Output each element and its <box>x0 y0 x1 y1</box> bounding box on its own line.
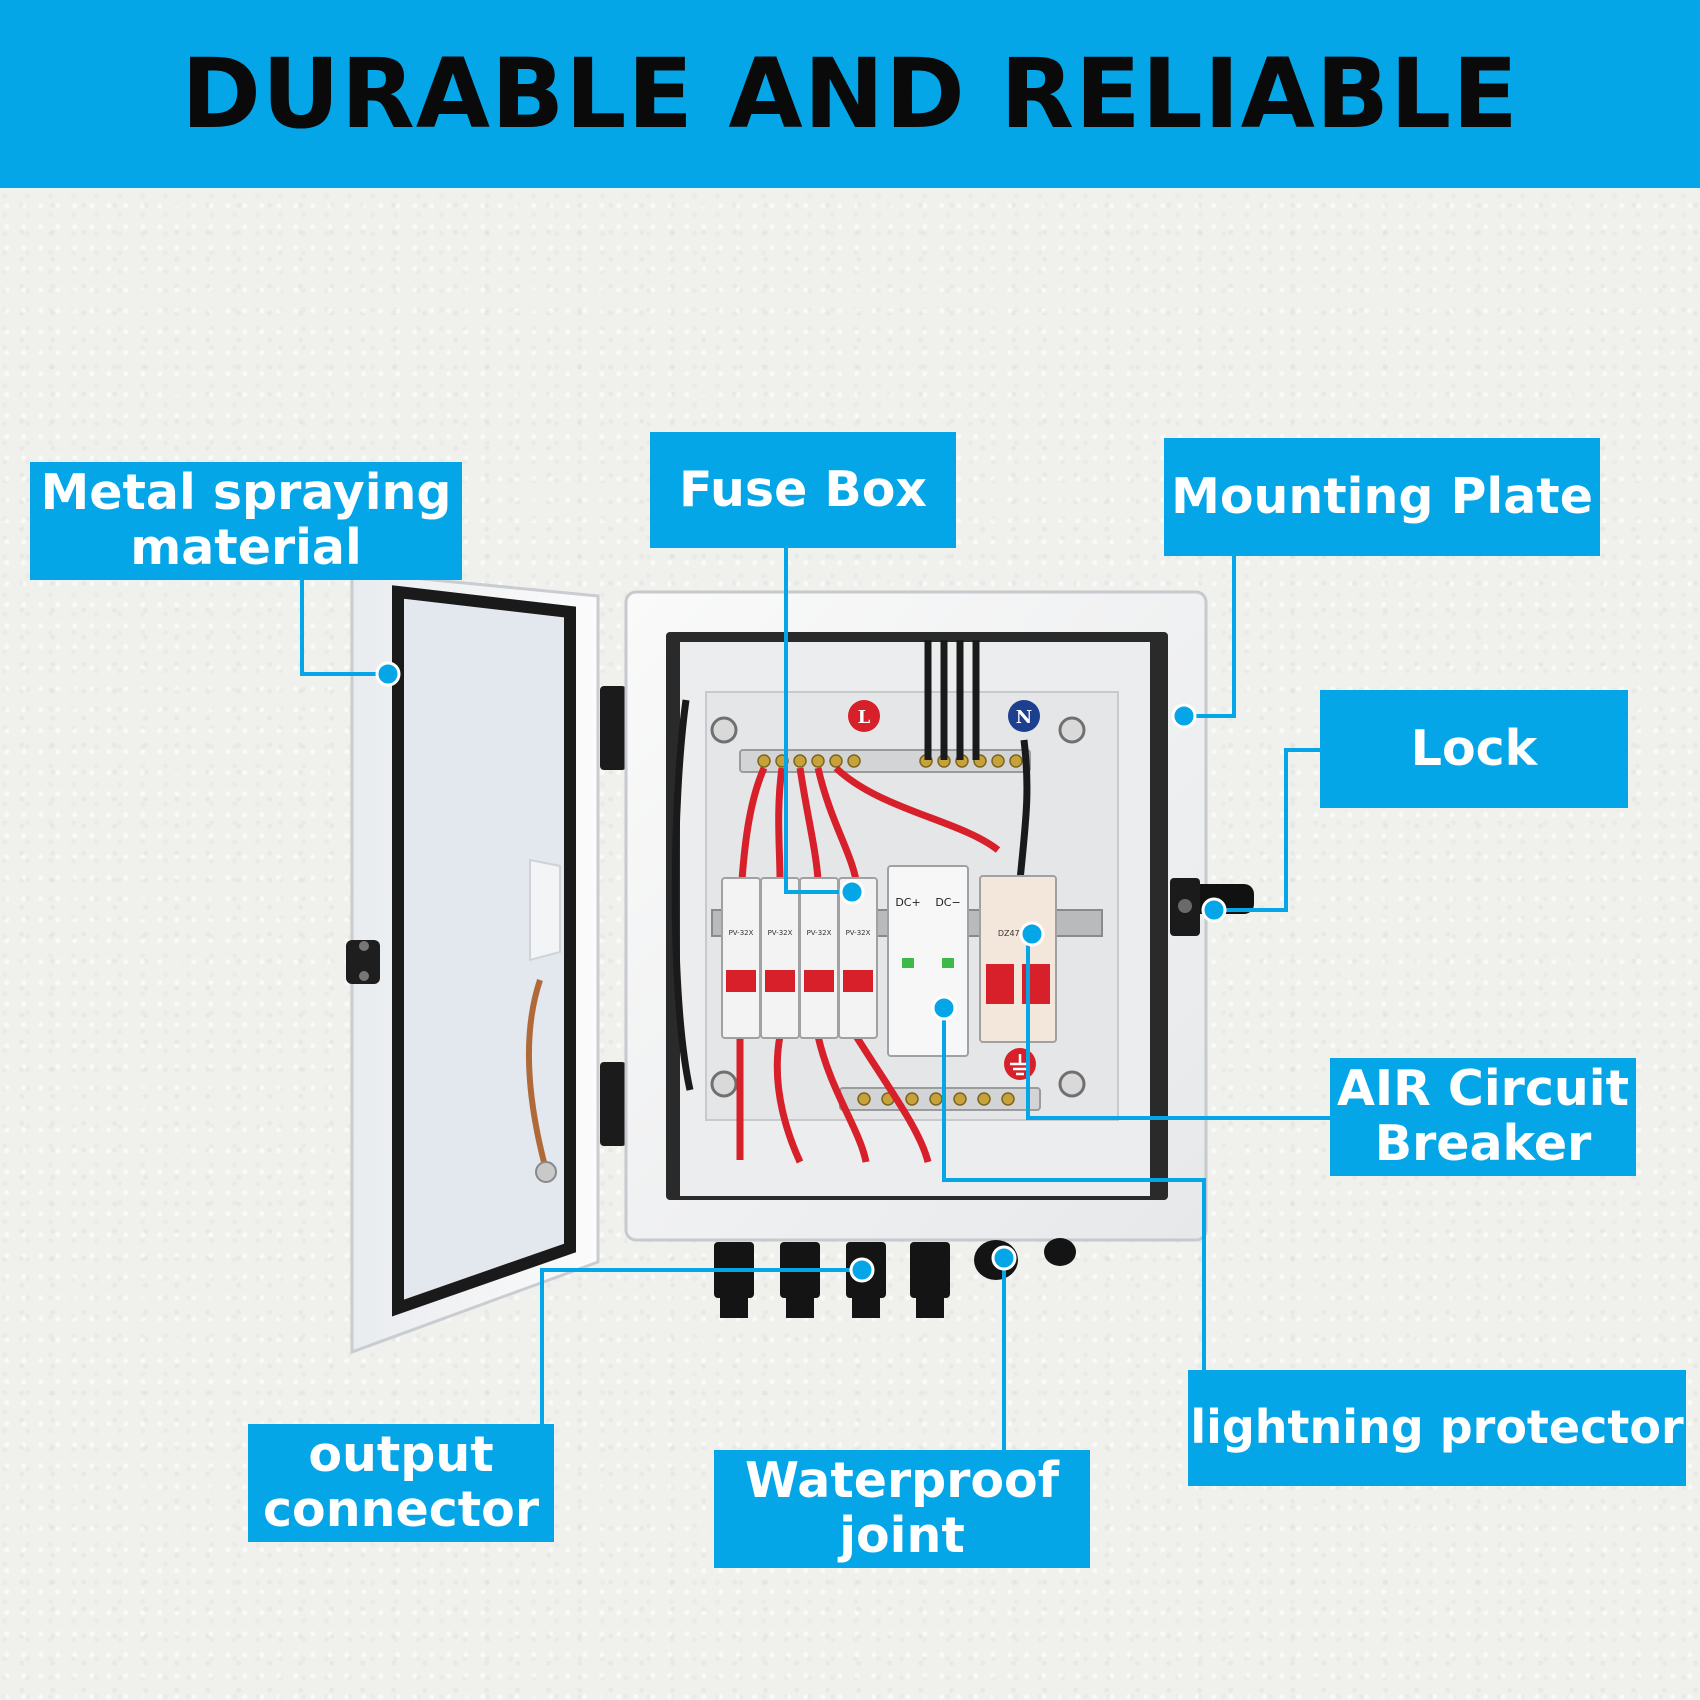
callout-metal-spraying-material: Metal spraying material <box>30 462 462 580</box>
leader-metal-spraying <box>300 580 388 676</box>
callout-air-circuit-breaker: AIR Circuit Breaker <box>1330 1058 1636 1176</box>
callout-waterproof-joint-line2: joint <box>839 1507 965 1564</box>
title-banner: DURABLE AND RELIABLE <box>0 0 1700 188</box>
leader-fuse-box <box>784 548 850 894</box>
callout-air-circuit-breaker-line1: AIR Circuit <box>1336 1060 1629 1118</box>
svg-text:PV-32X: PV-32X <box>846 929 871 937</box>
enclosure-door <box>346 570 600 1355</box>
hinges <box>600 686 626 1146</box>
leader-dots <box>375 661 1227 1283</box>
bottom-bus-bar <box>839 1087 1041 1111</box>
ground-strap <box>525 979 549 1171</box>
callout-metal-spraying-line2: material <box>130 519 362 576</box>
svg-text:PV-32X: PV-32X <box>768 929 793 937</box>
callout-waterproof-joint: Waterproof joint <box>714 1450 1090 1568</box>
leader-lines <box>300 548 1330 1450</box>
fuse-holders: PV-32X PV-32X PV-32X PV-32X <box>721 877 878 1039</box>
callout-fuse-box-text: Fuse Box <box>679 460 927 518</box>
red-wires <box>736 765 1001 1164</box>
plate-screws <box>710 716 1086 1098</box>
callout-air-circuit-breaker-line2: Breaker <box>1374 1115 1592 1172</box>
waterproof-glands <box>974 1238 1076 1280</box>
surge-protector: DC+ DC− <box>887 865 969 1057</box>
door-latch <box>346 940 380 984</box>
page-title: DURABLE AND RELIABLE <box>181 38 1519 150</box>
leader-lightning-protector <box>942 1008 1206 1370</box>
callout-metal-spraying-line1: Metal spraying <box>40 464 452 522</box>
svg-text:PV-32X: PV-32X <box>807 929 832 937</box>
neutral-marker: N <box>1008 700 1040 732</box>
svg-text:DC−: DC− <box>935 896 960 909</box>
callout-waterproof-joint-line1: Waterproof <box>744 1452 1060 1510</box>
leader-mounting-plate <box>1184 556 1236 718</box>
output-connectors <box>714 1242 950 1318</box>
svg-text:N: N <box>1016 707 1032 728</box>
svg-text:DC+: DC+ <box>895 896 920 909</box>
callout-output-connector-line2: connector <box>262 1481 539 1538</box>
callout-fuse-box: Fuse Box <box>650 432 956 548</box>
ground-symbol-icon <box>1004 1048 1036 1080</box>
callout-lock-text: Lock <box>1410 719 1538 777</box>
callout-output-connector-line1: output <box>308 1426 494 1484</box>
callout-lock: Lock <box>1320 690 1628 808</box>
callout-lightning-protector: lightning protector <box>1188 1370 1686 1486</box>
live-marker: L <box>848 700 880 732</box>
svg-text:L: L <box>858 707 871 728</box>
callout-output-connector: output connector <box>248 1424 554 1542</box>
callout-mounting-plate-text: Mounting Plate <box>1171 467 1593 525</box>
svg-text:DZ47-63Z: DZ47-63Z <box>998 929 1039 938</box>
leader-air-circuit-breaker <box>1026 934 1330 1120</box>
black-wires <box>671 640 1031 1091</box>
callout-lightning-protector-text: lightning protector <box>1190 1400 1684 1455</box>
leader-output-connector <box>540 1268 862 1424</box>
svg-text:PV-32X: PV-32X <box>729 929 754 937</box>
circuit-breaker: DZ47-63Z <box>979 875 1057 1043</box>
leader-lock <box>1214 748 1320 912</box>
callout-mounting-plate: Mounting Plate <box>1164 438 1600 556</box>
